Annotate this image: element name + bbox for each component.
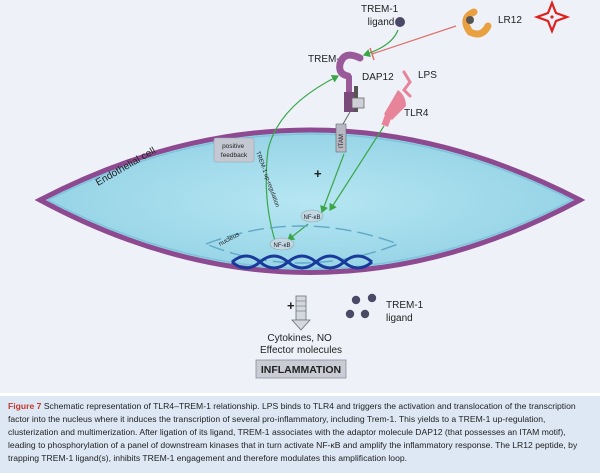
caption-text: Schematic representation of TLR4–TREM-1 … [8,401,578,463]
tlr4-to-nfkb-arrow [329,125,385,212]
figure-caption: Figure 7 Schematic representation of TLR… [0,396,600,473]
tlr4-stem [381,109,394,127]
trem1-ligand-cluster-icon [345,293,377,319]
lr12-bound-ligand-icon [466,16,474,24]
output-arrow-icon [291,295,311,331]
lr12-peptide-icon [462,8,492,38]
trem1-ligand-top-icon [395,17,405,27]
trem1-upregulation-arrow [265,74,340,245]
itam-to-nfkb-arrow [320,153,345,214]
dna-helix-icon [231,254,373,270]
dap12-label: DAP12 [362,72,394,83]
lr12-inhibition-line [371,25,457,55]
dap12-to-itam-link [342,111,351,125]
trem1-ligand-bottom-label: TREM-1 ligand [386,300,426,324]
plus-sign-center: + [314,166,322,181]
dap12-membrane-box [351,97,365,109]
positive-feedback-label: positive feedback [221,143,248,159]
itam-motif-box [335,123,347,153]
diagram-svg: TREM-1 ligand LR12 TREM-1 DAP12 [34,0,586,379]
inflammation-label: INFLAMMATION [261,364,341,376]
outputs-label: Cytokines, NO Effector molecules [260,333,342,356]
trem1-receptor-icon [336,51,364,80]
endothelial-cell-body [34,127,586,275]
lps-label: LPS [418,70,437,81]
trem1-ligand-top-label: TREM-1 ligand [361,4,401,28]
nfkb-nucleus-icon [269,237,295,251]
nfkb-upper-label: NF-κB [304,215,321,221]
red-star-center-icon [550,15,554,19]
figure-label: Figure 7 [8,401,42,411]
trem1-membrane-segment [344,92,354,112]
itam-label: ITAM [339,134,345,148]
diagram-panel: TREM-1 ligand LR12 TREM-1 DAP12 [0,0,600,393]
ligand-binding-arrow [362,29,399,58]
tlr4-label: TLR4 [404,108,429,119]
plus-sign-bottom: + [287,298,295,313]
lps-molecule-icon [402,70,412,98]
inflammation-box [255,359,347,379]
trem1-label: TREM-1 [308,54,346,65]
nfkb-nucleus-label: NF-κB [274,243,291,249]
lr12-label: LR12 [498,15,522,26]
nfkb-cytoplasm-icon [300,209,324,223]
positive-feedback-box [213,137,255,163]
red-star-icon [533,0,571,34]
